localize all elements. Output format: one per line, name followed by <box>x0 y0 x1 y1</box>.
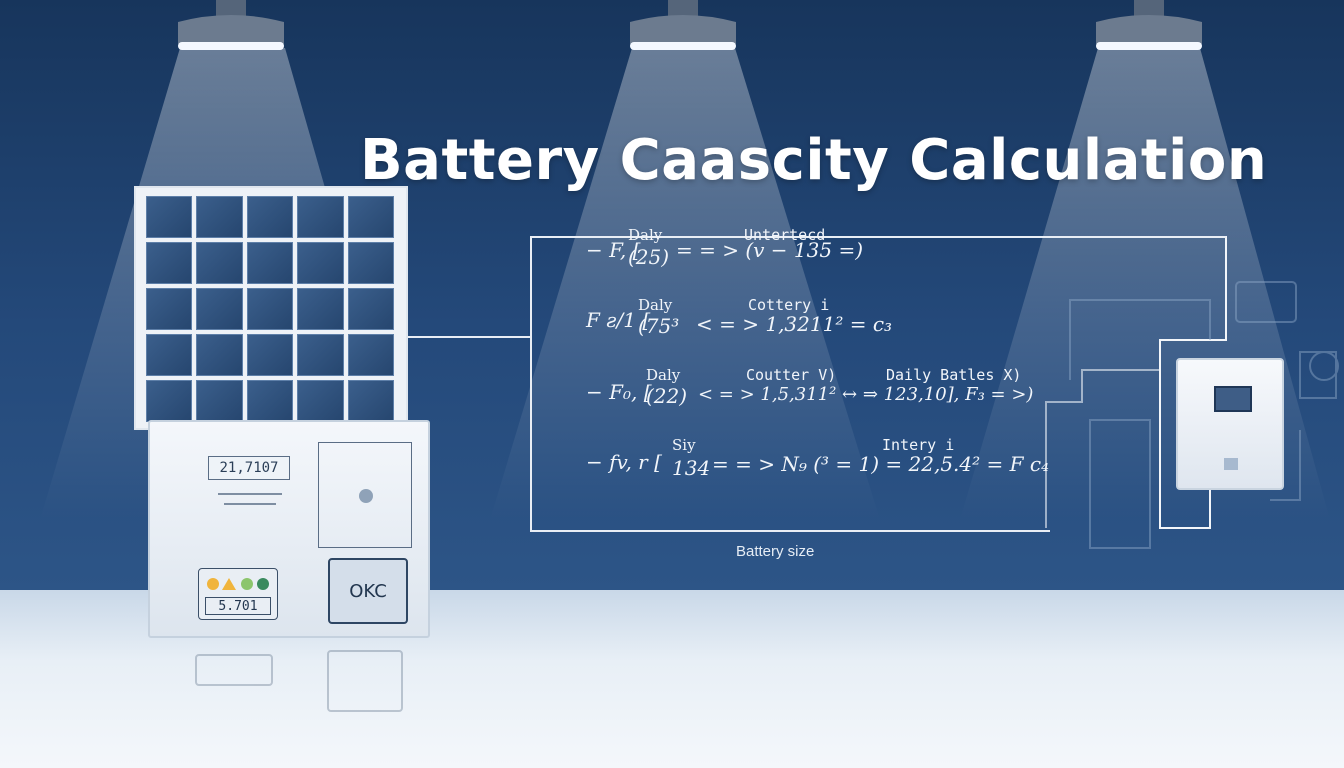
equation-1-label: Untertecd <box>744 226 826 244</box>
equation-4-top: Siy <box>672 436 696 454</box>
pipe-schematic-icon <box>1069 281 1339 549</box>
equation-2-top: Daly <box>638 296 673 314</box>
equation-3-label: Coutter V) <box>746 366 837 384</box>
light-beam-center <box>490 48 880 520</box>
equation-4-bottom: 134 <box>672 456 711 480</box>
caption-battery-size: Battery size <box>736 543 815 560</box>
solar-panel <box>134 186 408 430</box>
equation-2-prefix: F ƨ/1 [ <box>586 308 651 332</box>
equation-4-main: = = > N₉ (³ = 1) = 22,5.4² = F c₄ <box>712 452 1050 476</box>
page-title: Battery Caascity Calculation <box>360 128 1268 193</box>
battery-voltage: 5.701 <box>205 597 271 615</box>
connector-line <box>1046 236 1226 238</box>
status-lights-icon <box>207 578 269 590</box>
inverter-screen <box>1214 386 1252 412</box>
vent-lines-icon <box>218 493 282 505</box>
reflection-readout <box>195 654 273 686</box>
lamp-left-icon <box>178 0 284 50</box>
inverter-led <box>1224 458 1238 470</box>
lamp-center-icon <box>630 0 736 50</box>
floor-reflection <box>195 650 415 730</box>
reflection-gauge <box>327 650 403 712</box>
equation-1-prefix: − F, [ <box>586 238 641 262</box>
formula-box <box>530 236 1050 532</box>
door-knob-icon <box>359 489 373 503</box>
control-panel: 5.701 <box>198 568 278 620</box>
equation-3-top: Daly <box>646 366 681 384</box>
equation-1-top: Daly <box>628 226 663 244</box>
equation-3-label-2: Daily Batles X) <box>886 366 1022 384</box>
equation-4-prefix: − fv, r [ <box>586 450 662 474</box>
equation-3-main: < = > 1,5,311² ↔ ⇒ 123,10], F₃ = >) <box>698 384 1034 405</box>
solar-cells <box>146 196 394 422</box>
lamp-right-icon <box>1096 0 1202 50</box>
equation-4-label: Intery i <box>882 436 955 454</box>
inverter-unit <box>1176 358 1284 490</box>
equation-3-prefix: − F₀, [ <box>586 380 652 404</box>
battery-door <box>318 442 412 548</box>
equation-2-main: < = > 1,3211² = c₃ <box>696 312 893 336</box>
battery-gauge: OKC <box>328 558 408 624</box>
equation-1-main: = = > (v − 135 =) <box>676 238 864 262</box>
equation-1-bottom: (25) <box>628 245 670 269</box>
equation-3-bottom: (22) <box>646 384 688 408</box>
battery-readout: 21,7107 <box>208 456 290 480</box>
equation-2-bottom: (75³ <box>638 314 680 338</box>
battery-unit: 21,7107 5.701 OKC <box>148 420 430 638</box>
equation-2-label: Cottery i <box>748 296 830 314</box>
